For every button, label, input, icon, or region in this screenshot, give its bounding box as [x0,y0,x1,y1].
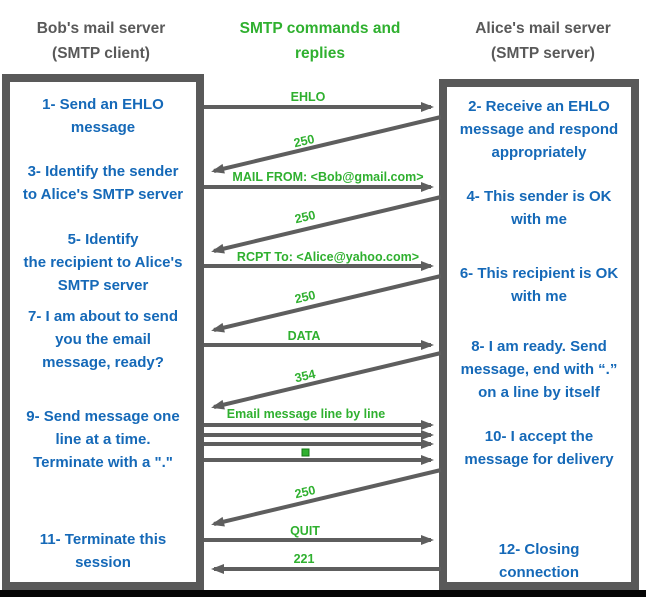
client-step-1: 1- Send an EHLO message [42,96,164,136]
client-step-7: 7- I am about to send you the email mess… [27,308,178,371]
ehlo-label: EHLO [291,90,326,104]
client-box: 1- Send an EHLO message 3- Identify the … [2,74,204,590]
server-step-12: 12- Closing connection [498,541,580,581]
server-box: 2- Receive an EHLO message and respond a… [439,79,639,590]
rcpt-to-label: RCPT To: <Alice@yahoo.com> [237,250,419,264]
quit-label: QUIT [290,524,320,538]
server-step-6: 6- This recipient is OK with me [459,265,619,305]
reply-250-label-3: 250 [293,288,317,306]
mail-from-label: MAIL FROM: <Bob@gmail.com> [232,170,423,184]
middle-header: SMTP commands and replies [239,20,401,62]
reply-250-arrow-4 [211,468,442,527]
reply-250-arrow-3 [211,274,442,333]
client-step-3: 3- Identify the sender to Alice's SMTP s… [22,163,184,203]
client-step-9: 9- Send message one line at a time. Term… [26,408,180,471]
server-step-2: 2- Receive an EHLO message and respond a… [459,98,619,161]
reply-250-label-4: 250 [293,483,317,501]
data-label: DATA [288,329,321,343]
reply-250-label-1: 250 [292,132,316,150]
bottom-bar [0,590,646,597]
reply-221-label: 221 [294,552,315,566]
reply-354-arrow [211,351,442,410]
reply-354-label: 354 [293,367,317,385]
reply-250-arrow-2 [211,195,442,254]
server-step-10: 10- I accept the message for delivery [464,428,614,468]
reply-250-label-2: 250 [293,208,317,226]
client-header: Bob's mail server (SMTP client) [36,20,166,62]
server-step-4: 4- This sender is OK with me [466,188,612,228]
client-step-11: 11- Terminate this session [39,531,167,571]
server-step-8: 8- I am ready. Send message, end with “.… [460,338,618,401]
period-terminator-icon [301,448,310,457]
email-lines-label: Email message line by line [227,407,385,421]
server-header: Alice's mail server (SMTP server) [475,20,611,62]
client-step-5: 5- Identify the recipient to Alice's SMT… [23,231,183,294]
reply-250-arrow-1 [211,115,442,174]
